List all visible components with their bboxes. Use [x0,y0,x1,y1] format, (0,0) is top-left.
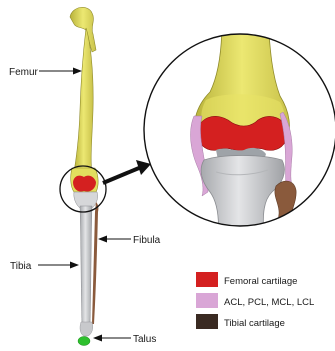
label-talus: Talus [133,334,156,345]
femur-head [70,7,96,52]
knee-zoom-view [140,20,335,240]
legend: Femoral cartilage ACL, PCL, MCL, LCL Tib… [196,272,314,329]
legend-label-ligaments: ACL, PCL, MCL, LCL [224,297,314,308]
femur-shaft [74,28,93,172]
talus-bone [78,337,90,346]
callout-femur: Femur [9,67,82,78]
tibia-plateau-small [74,192,98,208]
callout-talus: Talus [93,334,156,345]
ankle-tibia-end [80,322,93,336]
legend-swatch-ligaments [196,293,218,308]
legend-swatch-femoral-cartilage [196,272,218,287]
femoral-cartilage-small [73,176,96,192]
callout-tibia: Tibia [10,261,79,272]
label-femur: Femur [9,67,39,78]
legend-item-ligaments: ACL, PCL, MCL, LCL [196,293,314,308]
legend-label-tibial-cartilage: Tibial cartilage [224,318,285,329]
full-leg-model [70,7,98,345]
legend-item-tibial-cartilage: Tibial cartilage [196,314,285,329]
legend-item-femoral-cartilage: Femoral cartilage [196,272,297,287]
zoom-arrow-shaft [103,168,139,183]
tibia-shaft [80,206,92,325]
legend-label-femoral-cartilage: Femoral cartilage [224,276,297,287]
label-fibula: Fibula [133,235,161,246]
label-tibia: Tibia [10,261,32,272]
fibula-bone [92,202,98,324]
callout-fibula: Fibula [98,235,161,246]
legend-swatch-tibial-cartilage [196,314,218,329]
